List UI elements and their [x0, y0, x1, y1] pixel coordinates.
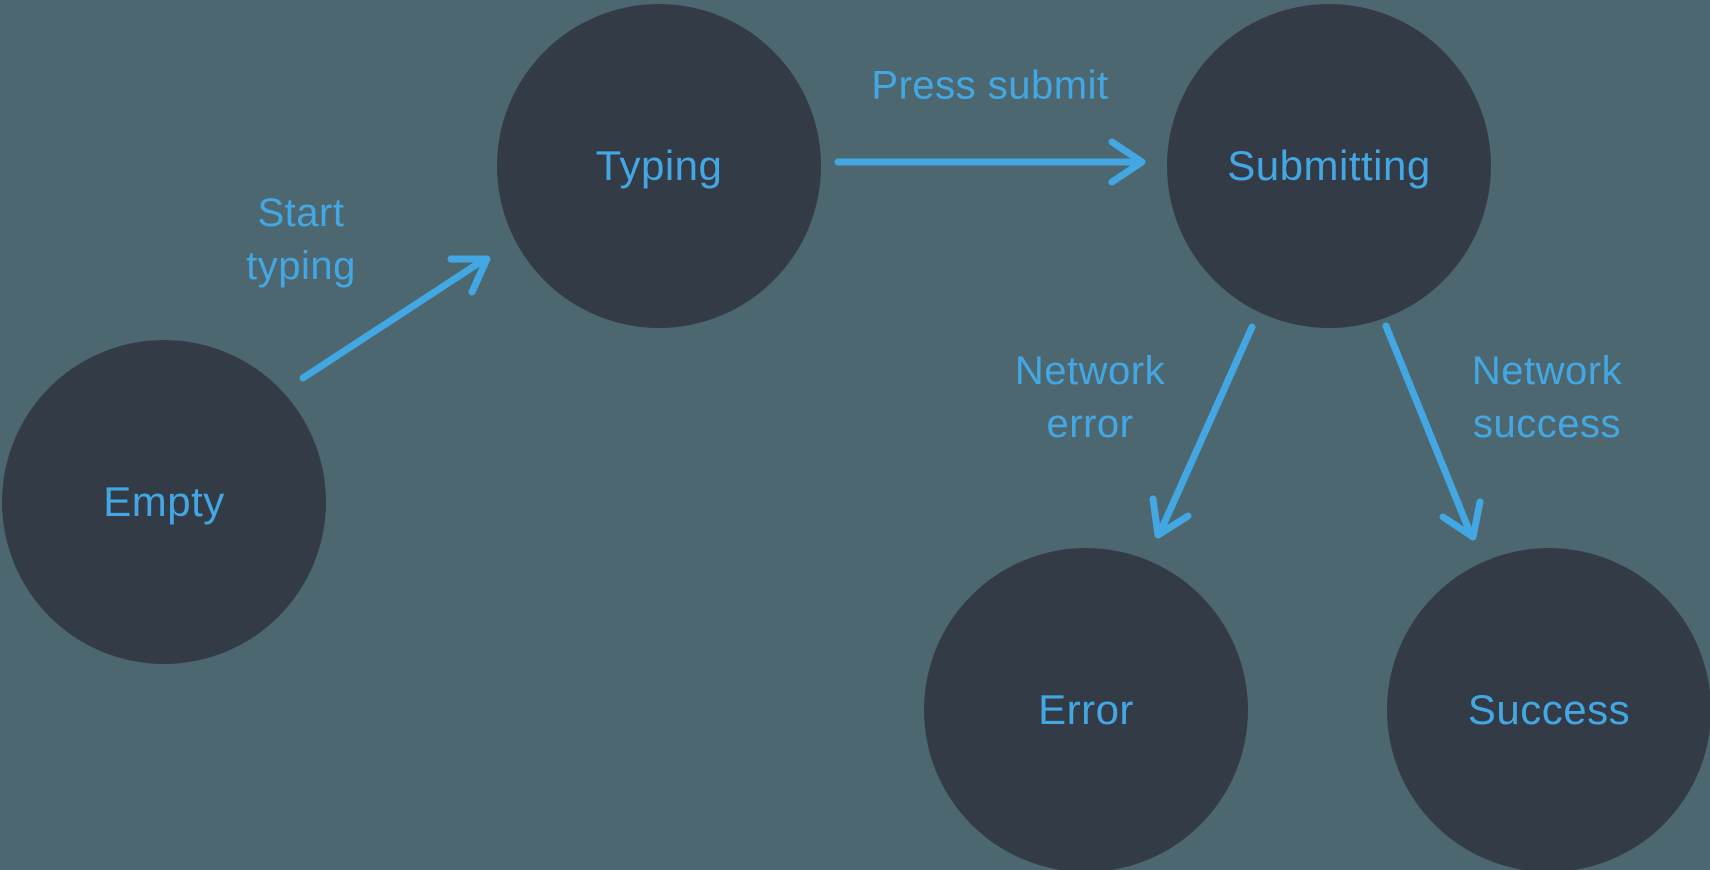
transition-label-line: success: [1472, 402, 1621, 446]
arrow-network-success: [1382, 322, 1484, 541]
state-label-typing: Typing: [595, 142, 723, 189]
transition-label-network-error: Network error: [1015, 345, 1165, 451]
state-node-empty: Empty: [2, 340, 326, 664]
state-label-submitting: Submitting: [1227, 142, 1431, 189]
transition-label-start-typing: Start typing: [246, 187, 356, 293]
state-label-success: Success: [1467, 686, 1631, 733]
state-label-empty: Empty: [103, 478, 225, 525]
state-node-submitting: Submitting: [1167, 4, 1491, 328]
transition-label-line: Network: [1014, 349, 1166, 393]
transition-label-line: Network: [1471, 349, 1623, 393]
transition-label-press-submit: Press submit: [871, 60, 1108, 113]
transition-label-line: Press submit: [871, 63, 1109, 108]
transition-label-line: Start: [257, 191, 345, 235]
state-label-error: Error: [1038, 686, 1134, 733]
transition-label-network-success: Network success: [1472, 345, 1622, 451]
transition-label-line: error: [1046, 402, 1134, 446]
arrow-network-error: [1149, 323, 1256, 539]
state-node-error: Error: [924, 548, 1248, 870]
state-node-success: Success: [1387, 548, 1710, 870]
transition-label-line: typing: [246, 244, 356, 288]
state-node-typing: Typing: [497, 4, 821, 328]
arrow-press-submit: [834, 138, 1146, 186]
